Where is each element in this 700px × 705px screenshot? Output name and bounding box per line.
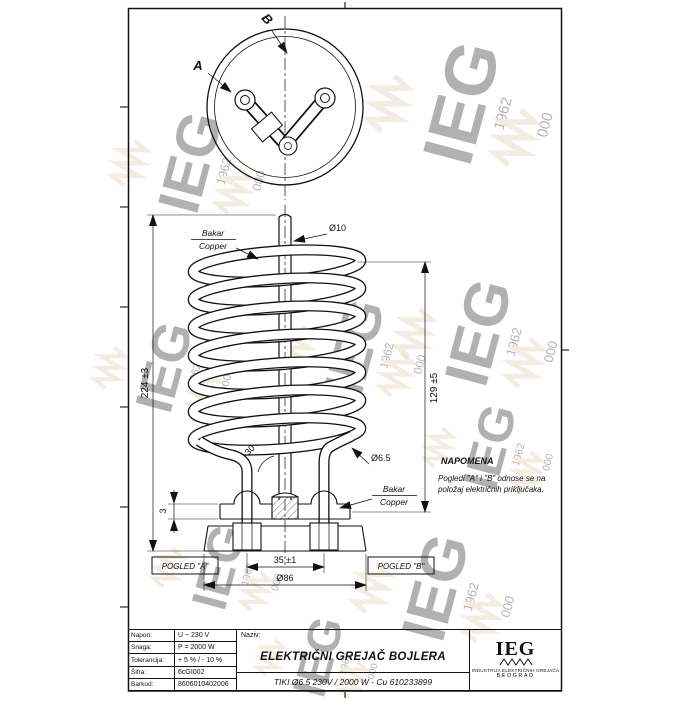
- flange-hub: [271, 496, 299, 520]
- dim-dia-coil: Ø6.5: [371, 453, 391, 463]
- terminal-legs: [196, 431, 355, 529]
- view-labels: POGLED "A" POGLED "B": [151, 556, 435, 575]
- view-arrow-a: [207, 72, 232, 93]
- napomena-line1: Pogledi "A" i "B" odnose se na: [438, 474, 546, 483]
- pogled-b-label: POGLED "B": [378, 562, 426, 571]
- napomena-note: NAPOMENA Pogledi "A" i "B" odnose se na …: [437, 456, 546, 494]
- param-value-napon: U ~ 230 V: [178, 632, 210, 640]
- dim-flange-thickness: 3: [158, 508, 168, 513]
- param-label-napon: Napon:: [129, 630, 175, 642]
- napomena-title: NAPOMENA: [441, 456, 494, 466]
- pogled-a-box: [151, 556, 219, 575]
- bend-angle-arc: [257, 455, 275, 473]
- ieg-logo: IEG: [495, 638, 536, 660]
- dim-coil-height: 129 ±5: [429, 372, 440, 403]
- flange-outer-circle: [206, 28, 364, 186]
- dimension-layer: 224 ±3 129 ±5 Ø10 Ø6.5 Bakar Copper Baka…: [140, 214, 440, 591]
- napomena-line2: položaj električnih priključaka.: [437, 485, 544, 494]
- title-block: Napon: U ~ 230 V Snaga: P = 2000 W Toler…: [128, 629, 562, 691]
- view-label-b: B: [259, 10, 276, 27]
- view-arrow-b: [271, 30, 288, 54]
- param-value-tolerancija: + 5 % / - 10 %: [178, 656, 223, 664]
- ieg-logo-zigzag-icon: [499, 658, 533, 666]
- material-label-copper-bottom: Copper: [380, 497, 409, 507]
- bend-angle-label: 30: [243, 443, 257, 457]
- view-label-a: A: [192, 58, 202, 73]
- table-row: Šifra: 6cGI002: [129, 666, 236, 679]
- product-title: ELEKTRIČNI GREJAČ BOJLERA: [237, 641, 469, 673]
- hex-nut-left: [232, 522, 262, 551]
- naziv-label: Naziv:: [241, 632, 261, 639]
- table-row: Napon: U ~ 230 V: [129, 630, 236, 643]
- dim-leg-pitch: 35 ±1: [274, 555, 296, 565]
- dim-total-height: 224 ±3: [140, 367, 151, 398]
- table-row: Barkod: 8606010402006: [129, 678, 236, 691]
- pogled-a-label: POGLED "A": [162, 562, 210, 571]
- material-label-bakar-top: Bakar: [202, 228, 225, 238]
- pogled-b-box: [367, 556, 435, 575]
- param-value-snaga: P = 2000 W: [178, 644, 215, 652]
- title-block-logo: IEG INDUSTRIJA ELEKTRIČNIH GREJAČA BEOGR…: [469, 630, 561, 690]
- dim-dia-top: Ø10: [329, 223, 346, 233]
- material-label-copper-top: Copper: [199, 241, 228, 251]
- company-city: BEOGRAD: [496, 673, 535, 679]
- front-view: 30: [187, 205, 367, 565]
- product-subtitle: TIKI Ø6.5 230V / 2000 W - Cu 610233899: [273, 676, 433, 687]
- param-value-sifra: 6cGI002: [178, 668, 205, 676]
- mounting-flange: [219, 490, 351, 520]
- dim-dia-base: Ø86: [276, 573, 293, 583]
- table-row: Snaga: P = 2000 W: [129, 642, 236, 655]
- param-label-snaga: Snaga:: [129, 642, 175, 654]
- param-label-tolerancija: Tolerancija:: [129, 654, 175, 666]
- hex-nut-right: [309, 522, 339, 551]
- material-label-bakar-bottom: Bakar: [383, 484, 406, 494]
- param-label-barkod: Barkod:: [129, 678, 175, 691]
- company-name: INDUSTRIJA ELEKTRIČNIH GREJAČA: [471, 668, 560, 673]
- top-view: A B: [192, 10, 364, 200]
- hub-plate: [250, 111, 284, 143]
- title-block-name: Naziv: ELEKTRIČNI GREJAČ BOJLERA TIKI Ø6…: [237, 630, 469, 690]
- param-label-sifra: Šifra:: [129, 666, 175, 678]
- table-row: Tolerancija: + 5 % / - 10 %: [129, 654, 236, 667]
- hub-circle: [278, 136, 298, 156]
- hub-dome: [271, 492, 299, 498]
- param-value-barkod: 8606010402006: [178, 680, 229, 688]
- title-block-parameters: Napon: U ~ 230 V Snaga: P = 2000 W Toler…: [129, 630, 237, 691]
- heating-coil: [187, 244, 367, 456]
- drawing-frame: [120, 2, 569, 698]
- flange-inner-circle: [214, 36, 356, 178]
